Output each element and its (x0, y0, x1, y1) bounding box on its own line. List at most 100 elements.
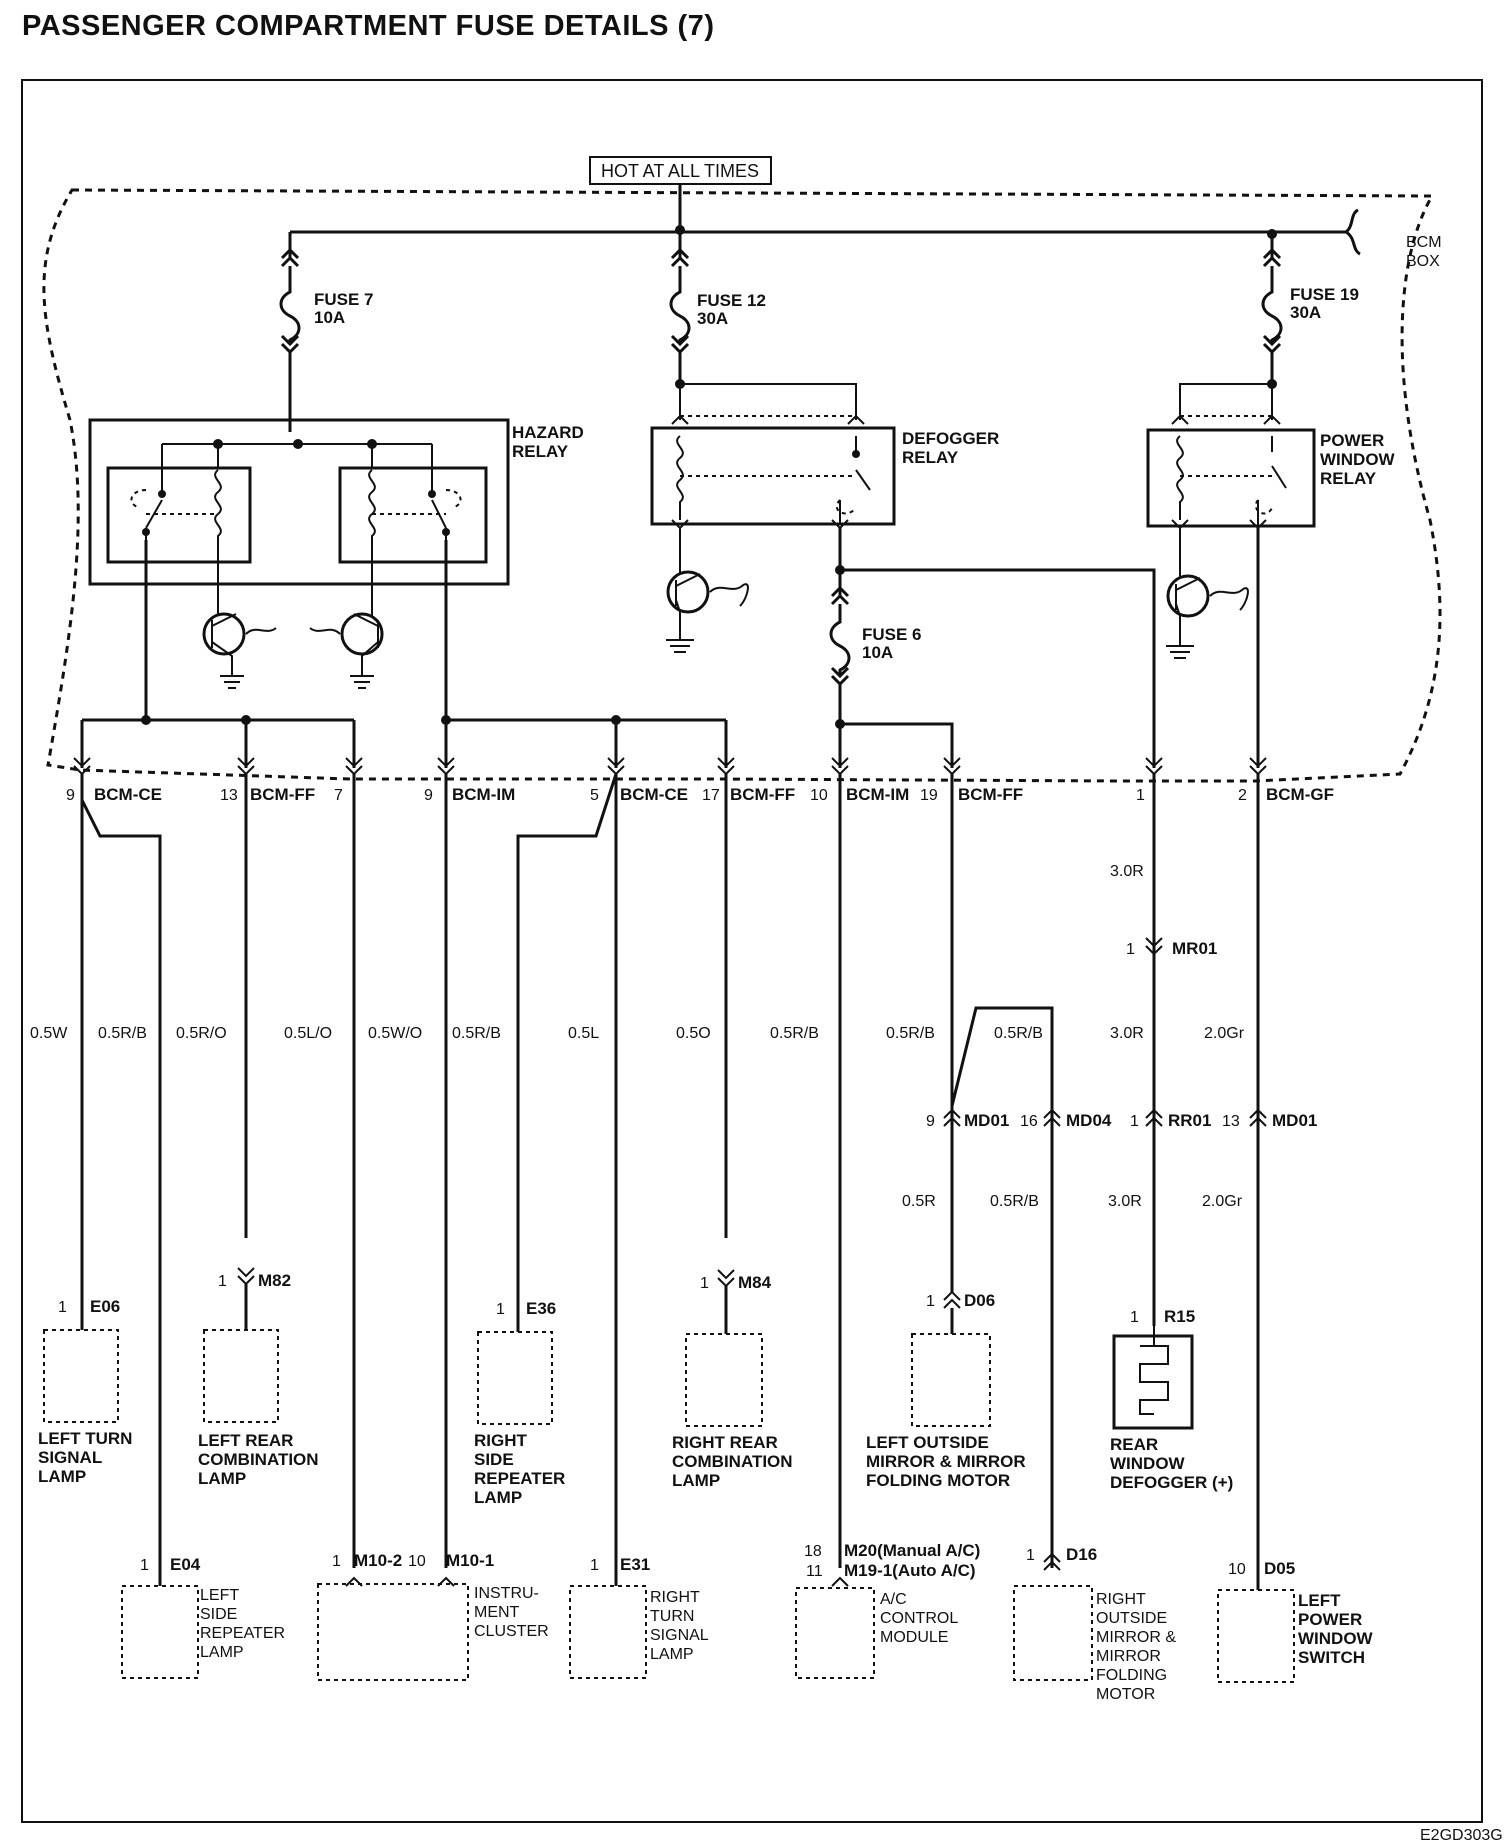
component-name: LAMP (198, 1469, 246, 1488)
relay-node (367, 439, 377, 449)
component-pin: 1 (926, 1293, 935, 1310)
right-turn-signal-lamp (569, 1585, 647, 1679)
right-outside-mirror-motor (1013, 1585, 1093, 1681)
component-name: SWITCH (1298, 1648, 1365, 1667)
component-name: FOLDING (1096, 1667, 1167, 1684)
inline-connector-name: MD01 (964, 1111, 1009, 1130)
inline-connector-name: MR01 (1172, 939, 1217, 958)
relay-node (158, 490, 166, 498)
component-name: LAMP (38, 1467, 86, 1486)
component-pin: 1 (590, 1557, 599, 1574)
bcm-connector-name: BCM-CE (94, 785, 162, 804)
component-name: LEFT TURN (38, 1429, 132, 1448)
wire-color: 0.5R/B (770, 1025, 819, 1042)
defogger-relay-box (650, 426, 896, 526)
hazard-relay-label-1: HAZARD (512, 423, 584, 442)
bus-junction (675, 225, 685, 235)
bcm-connector-name: BCM-FF (958, 785, 1023, 804)
hazard-relay-box (88, 418, 510, 586)
relay-node (675, 379, 685, 389)
fuse-7-symbol (279, 232, 301, 432)
component-name: REPEATER (474, 1469, 565, 1488)
component-name: MIRROR & MIRROR (866, 1452, 1026, 1471)
bcm-connector-name: BCM-IM (846, 785, 909, 804)
wire-color: 0.5R/B (452, 1025, 501, 1042)
hazard-relay-links (130, 489, 462, 515)
fuse-12-symbol (669, 232, 691, 380)
hazard-relay-right-unit (338, 466, 488, 564)
power-window-relay-label-3: RELAY (1320, 469, 1377, 488)
inline-connector-name: RR01 (1168, 1111, 1211, 1130)
junction (141, 715, 151, 725)
relay-node (213, 439, 223, 449)
component-name: LAMP (200, 1644, 244, 1661)
bcm-connector-name: BCM-FF (730, 785, 795, 804)
component-connector: M10-1 (446, 1551, 494, 1570)
component-connector: E04 (170, 1555, 201, 1574)
component-name: COMBINATION (672, 1452, 793, 1471)
bcm-connector-name: BCM-GF (1266, 785, 1334, 804)
fuse-19-symbol (1261, 234, 1283, 384)
wire-color: 3.0R (1110, 1025, 1144, 1042)
component-connector: M10-2 (354, 1551, 402, 1570)
component-connector: M20(Manual A/C) (844, 1541, 980, 1560)
component-connector: E31 (620, 1555, 650, 1574)
bcm-pin-number: 7 (334, 787, 343, 804)
component-pin: 1 (700, 1275, 709, 1292)
component-connector: M82 (258, 1271, 291, 1290)
bcm-connector-arrows (73, 757, 1267, 776)
component-pin: 11 (806, 1563, 823, 1580)
component-name: LEFT OUTSIDE (866, 1433, 989, 1452)
defogger-grid-icon (1139, 1326, 1169, 1415)
component-pin: 1 (58, 1299, 67, 1316)
component-name: DEFOGGER (+) (1110, 1473, 1233, 1492)
junction (835, 565, 845, 575)
power-window-relay-label-2: WINDOW (1320, 450, 1396, 469)
component-name: POWER (1298, 1610, 1362, 1629)
component-pin: 10 (1228, 1561, 1246, 1578)
component-name: LAMP (650, 1646, 694, 1663)
component-name: SIGNAL (650, 1627, 709, 1644)
defogger-relay-internal (676, 383, 871, 524)
junction (611, 715, 621, 725)
inline-pin: 9 (926, 1113, 935, 1130)
component-pin: 1 (496, 1301, 505, 1318)
relay-node (142, 528, 150, 536)
bcm-pin-number: 19 (920, 787, 938, 804)
component-name: REAR (1110, 1435, 1158, 1454)
bcm-pin-number: 1 (1136, 787, 1145, 804)
wire-color: 2.0Gr (1202, 1193, 1243, 1210)
bcm-pin-number: 2 (1238, 787, 1247, 804)
left-power-window-switch (1217, 1589, 1295, 1683)
hazard-relay-label-2: RELAY (512, 442, 569, 461)
inline-connector-arrows (943, 937, 1267, 1127)
bcm-pin-number: 9 (66, 787, 75, 804)
hazard-right-bus (444, 540, 728, 768)
component-connector: D16 (1066, 1545, 1097, 1564)
diagram-frame (21, 79, 1483, 1823)
bcm-connector-name: BCM-IM (452, 785, 515, 804)
inline-connector-name: MD04 (1066, 1111, 1112, 1130)
wire-color: 3.0R (1110, 863, 1144, 880)
junction (441, 715, 451, 725)
power-window-relay-box (1146, 428, 1316, 528)
junction (835, 719, 845, 729)
component-connector: E06 (90, 1297, 120, 1316)
wire-color: 0.5R/B (990, 1193, 1039, 1210)
defogger-transistor (666, 528, 749, 653)
left-side-repeater-lamp (121, 1585, 199, 1679)
ac-control-module (795, 1587, 875, 1679)
component-name: COMBINATION (198, 1450, 319, 1469)
relay-node (1267, 379, 1277, 389)
component-name: RIGHT (1096, 1591, 1146, 1608)
component-name: LEFT (200, 1587, 239, 1604)
bcm-connector-name: BCM-CE (620, 785, 688, 804)
component-name: LEFT REAR (198, 1431, 293, 1450)
component-name: LEFT (1298, 1591, 1341, 1610)
bcm-pin-number: 10 (810, 787, 828, 804)
component-connector: D05 (1264, 1559, 1295, 1578)
wire-color: 0.5R (902, 1193, 936, 1210)
wire-color: 0.5R/B (994, 1025, 1043, 1042)
component-name: MOTOR (1096, 1686, 1155, 1703)
